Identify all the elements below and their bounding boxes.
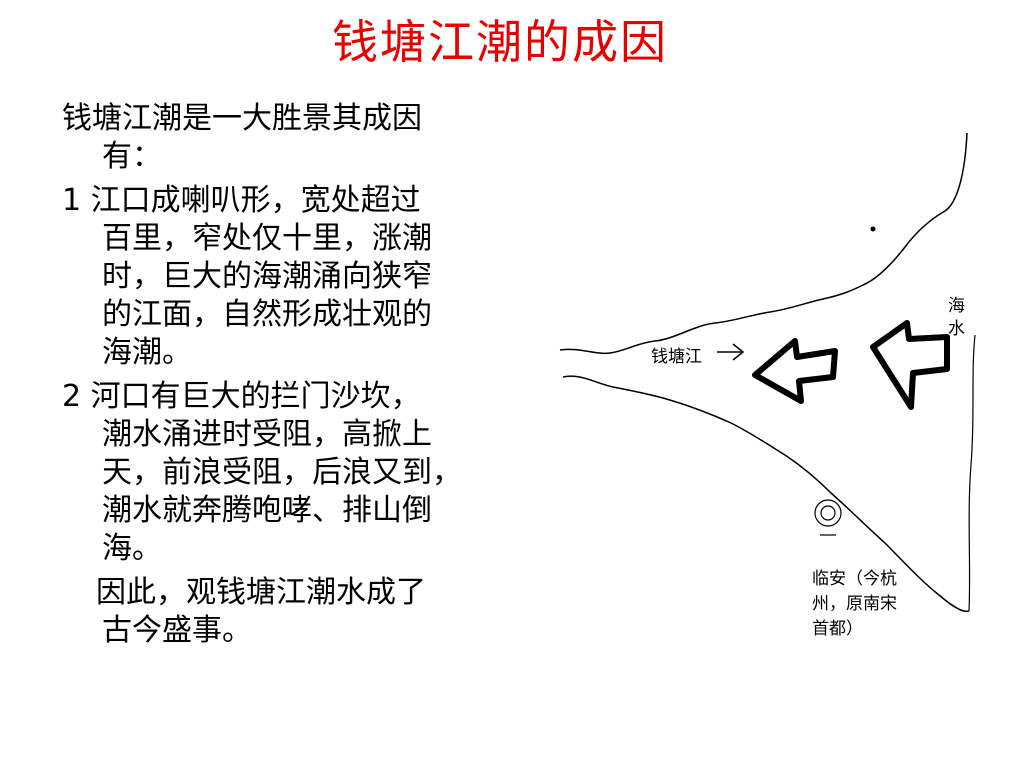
body-text: 钱塘江潮是一大胜景其成因 有： 1 江口成喇叭形，宽处超过 百里，窄处仅十里，涨… (62, 100, 562, 656)
slide-title: 钱塘江潮的成因 (332, 15, 668, 69)
city-label-line: 临安（今杭 (812, 569, 897, 589)
right-coast (968, 334, 976, 612)
estuary-map-drawing (559, 132, 976, 613)
arrow-icon (717, 343, 745, 361)
text-line: 潮水就奔腾咆哮、排山倒 (102, 493, 432, 528)
text-line: 古今盛事。 (102, 613, 252, 648)
paragraph-intro: 钱塘江潮是一大胜景其成因 有： (62, 100, 562, 176)
text-line: 有： (102, 139, 162, 174)
tide-arrow-icon (870, 320, 950, 410)
text-line: 的江面，自然形成壮观的 (102, 297, 432, 332)
text-line: 2 河口有巨大的拦门沙坎， (62, 379, 421, 414)
lower-shoreline (562, 375, 970, 613)
text-line: 因此，观钱塘江潮水成了 (96, 575, 426, 610)
city-label-line: 州，原南宋 (812, 594, 897, 614)
map-dot (870, 226, 876, 232)
city-label-line: 首都） (812, 619, 863, 639)
sea-label: 海水 (948, 296, 965, 339)
tide-arrow-icon (752, 338, 838, 404)
paragraph-reason-1: 1 江口成喇叭形，宽处超过 百里，窄处仅十里，涨潮 时，巨大的海潮涌向狭窄 的江… (62, 182, 562, 372)
city-label: 临安（今杭 州，原南宋 首都） (812, 567, 902, 642)
text-line: 钱塘江潮是一大胜景其成因 (62, 101, 422, 136)
text-line: 百里，窄处仅十里，涨潮 (102, 221, 432, 256)
city-marker-icon (814, 499, 842, 536)
text-line: 海。 (102, 531, 162, 566)
text-line: 海潮。 (102, 335, 192, 370)
text-line: 时，巨大的海潮涌向狭窄 (102, 259, 432, 294)
text-line: 天，前浪受阻，后浪又到， (102, 455, 462, 490)
river-label: 钱塘江 (651, 347, 702, 367)
paragraph-reason-2: 2 河口有巨大的拦门沙坎， 潮水涌进时受阻，高掀上 天，前浪受阻，后浪又到， 潮… (62, 378, 562, 568)
paragraph-conclusion: 因此，观钱塘江潮水成了 古今盛事。 (62, 574, 562, 650)
text-line: 1 江口成喇叭形，宽处超过 (62, 183, 421, 218)
estuary-map: 钱塘江 海水 临安（今杭 州，原南宋 首都） (555, 115, 995, 675)
upper-shoreline (559, 132, 968, 355)
text-line: 潮水涌进时受阻，高掀上 (102, 417, 432, 452)
